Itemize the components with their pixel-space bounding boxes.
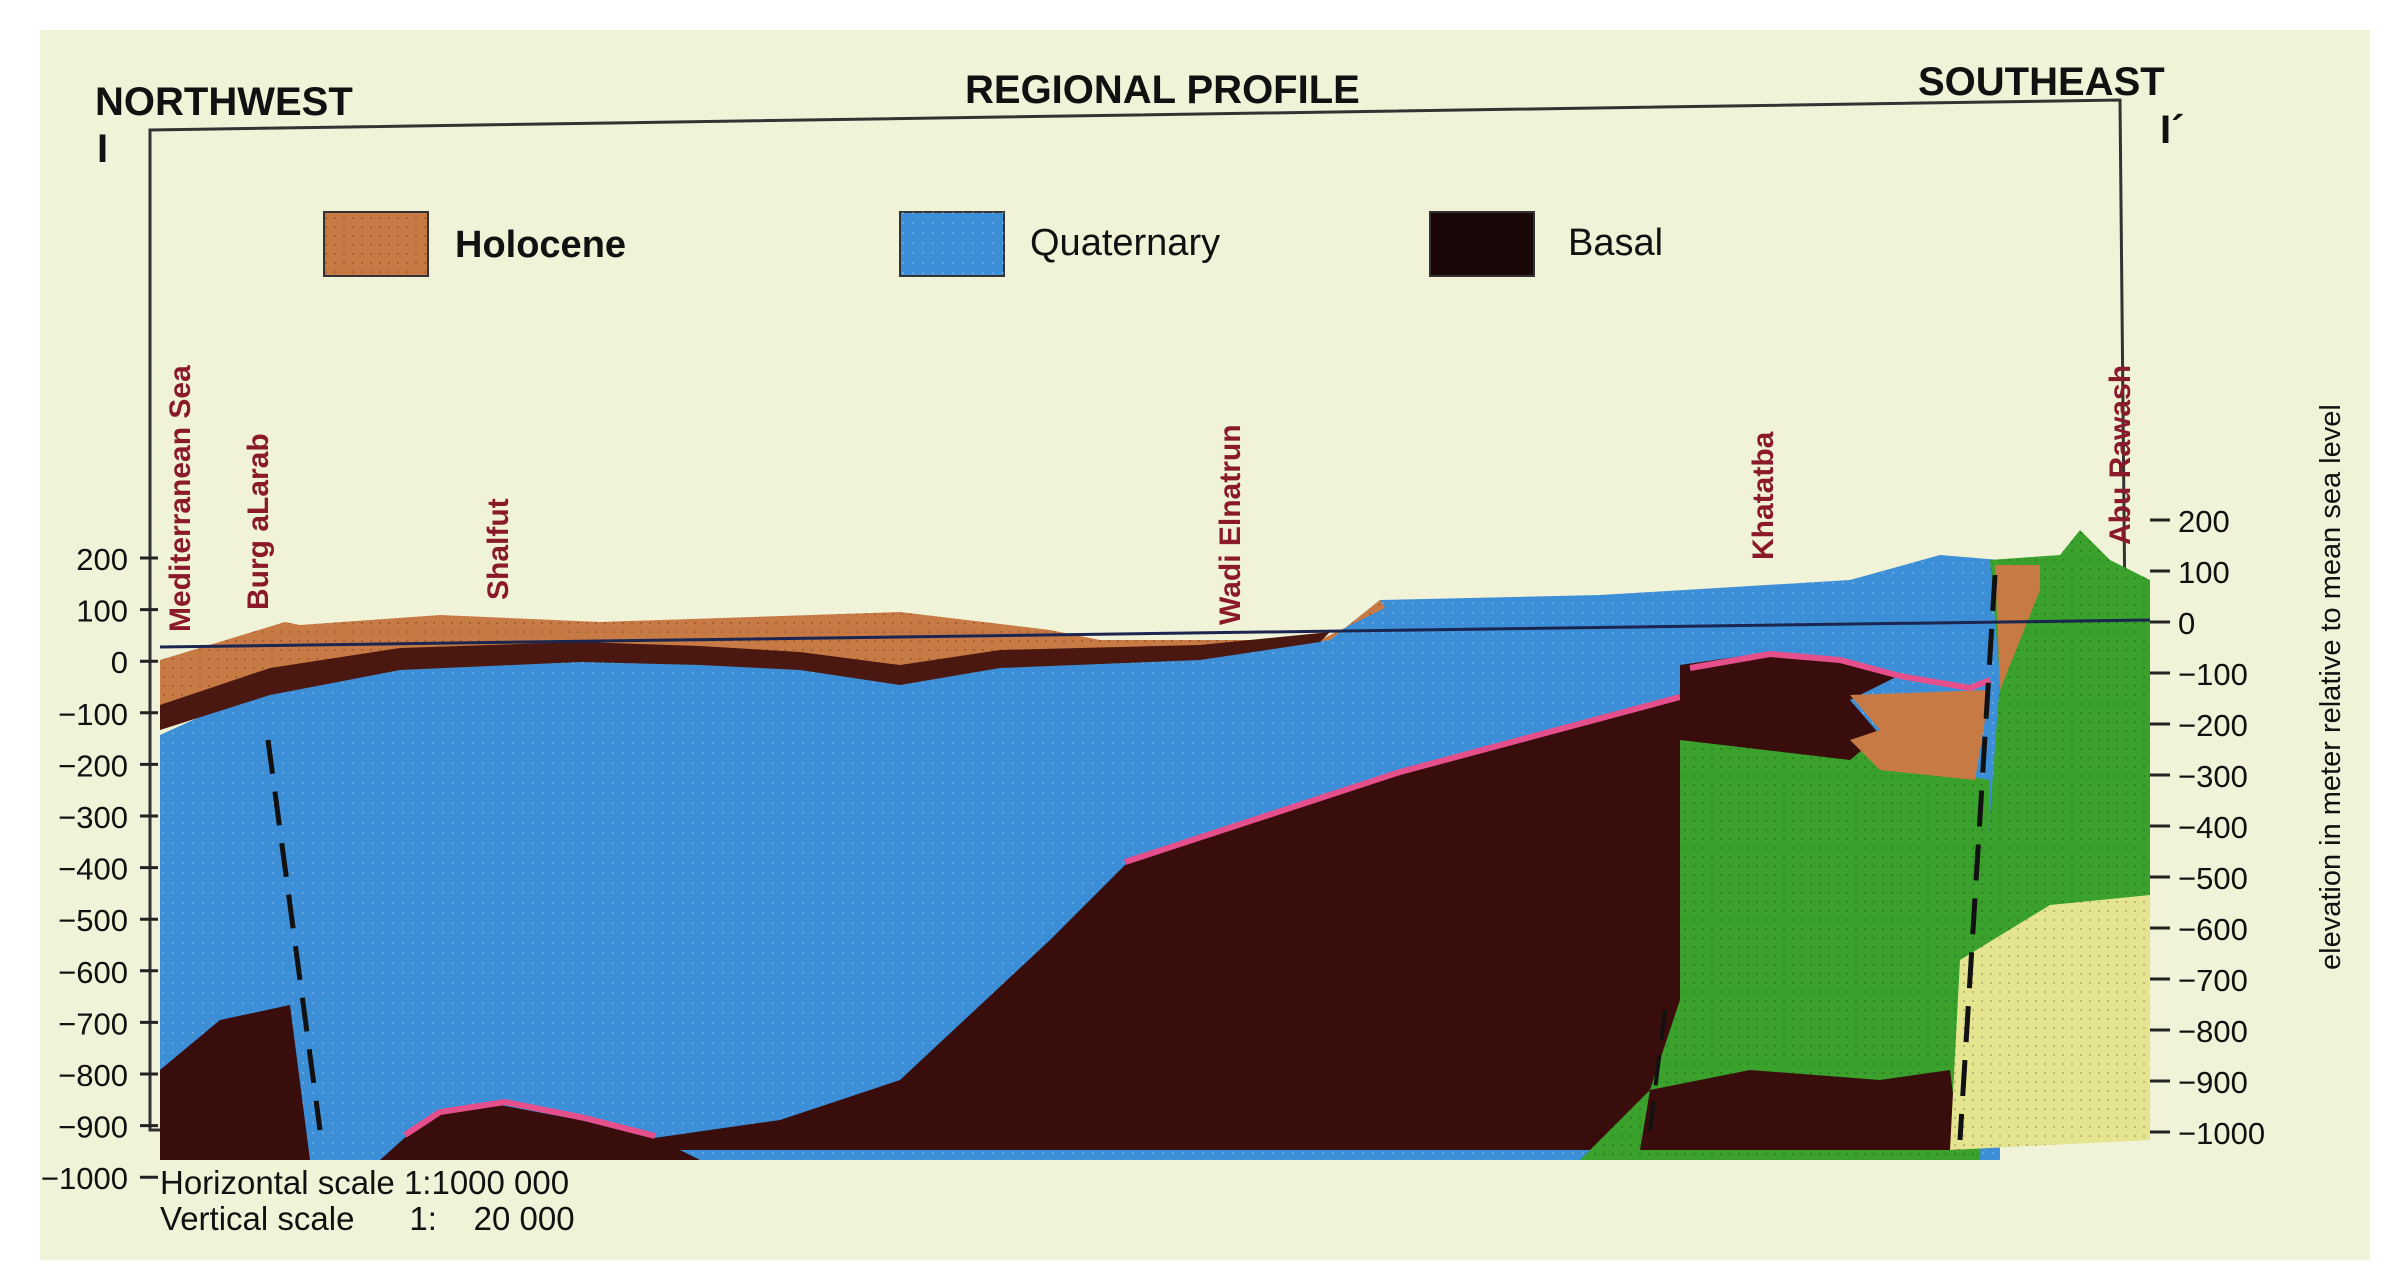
right-axis-tick-label: −500 (2178, 861, 2248, 896)
left-axis-tick-label: −700 (58, 1006, 128, 1041)
legend-label-holocene: Holocene (455, 224, 626, 266)
northwest-marker: I (97, 127, 108, 171)
right-axis-tick-label: 200 (2178, 504, 2230, 539)
basal-unit-khatatba-lower (1640, 1070, 1960, 1150)
left-axis-tick-label: 200 (76, 542, 128, 577)
legend-label-basal: Basal (1568, 222, 1663, 264)
right-axis-tick-label: −400 (2178, 810, 2248, 845)
place-shalfut: Shalfut (482, 498, 515, 600)
holocene-wedge-abu-rawash (1995, 565, 2040, 690)
left-axis-tick-label: −1000 (41, 1161, 128, 1196)
right-axis-label: elevation in meter relative to mean sea … (2315, 404, 2347, 970)
pink-contact-khatatba (1689, 650, 1992, 692)
vertical-scale: Vertical scale 1: 20 000 (160, 1200, 575, 1237)
left-axis-tick-label: −200 (58, 748, 128, 783)
place-khatatba: Khatatba (1747, 431, 1780, 560)
left-elevation-axis: 200 100 0 −100 −200 −300 −400 −500 −600 −700 −800 −… (41, 542, 158, 1196)
sea-level-line (159, 618, 2151, 649)
left-axis-tick-label: 100 (76, 594, 128, 629)
right-axis-tick-label: −1000 (2178, 1116, 2265, 1151)
basal-thin-layer (160, 632, 1330, 730)
right-axis-tick-label: −700 (2178, 963, 2248, 998)
right-axis-tick-label: 100 (2178, 555, 2230, 590)
place-burg-alarab: Burg aLarab (242, 433, 275, 610)
left-axis-tick-label: −600 (58, 955, 128, 990)
basal-unit-lens (380, 1105, 700, 1160)
basal-unit-left (160, 1005, 310, 1160)
right-axis-tick-label: 0 (2178, 606, 2195, 641)
left-axis-tick-label: −400 (58, 852, 128, 887)
pink-contact-center (1124, 694, 1681, 865)
left-axis-tick-label: 0 (111, 645, 128, 680)
place-wadi-elnatrun: Wadi Elnatrun (1214, 424, 1247, 625)
pink-contact-lens (403, 1098, 656, 1139)
basal-unit-center (640, 695, 1700, 1150)
left-axis-tick-label: −900 (58, 1110, 128, 1145)
profile-title: REGIONAL PROFILE (965, 68, 1360, 112)
right-axis-tick-label: −200 (2178, 708, 2248, 743)
fault-khatatba (1648, 1009, 1667, 1131)
fault-abu-rawash (1957, 574, 1998, 1141)
left-axis-tick-label: −100 (58, 697, 128, 732)
place-abu-rawash: Abu Rawash (2104, 365, 2137, 545)
right-axis-tick-label: −800 (2178, 1014, 2248, 1049)
right-elevation-axis: 200 100 0 −100 −200 −300 −400 −500 −600 −700 −800 −… (2150, 504, 2265, 1151)
left-axis-tick-label: −300 (58, 800, 128, 835)
right-axis-tick-label: −900 (2178, 1065, 2248, 1100)
right-axis-tick-label: −600 (2178, 912, 2248, 947)
right-axis-tick-label: −100 (2178, 657, 2248, 692)
legend-swatch-basal (1429, 211, 1535, 277)
fault-burg-alarab (265, 739, 323, 1131)
right-axis-tick-label: −300 (2178, 759, 2248, 794)
southeast-marker: I´ (2160, 108, 2184, 152)
legend-label-quaternary: Quaternary (1030, 222, 1220, 264)
southeast-label: SOUTHEAST (1918, 60, 2165, 104)
place-mediterranean-sea: Mediterranean Sea (164, 365, 197, 632)
holocene-wedge-khatatba (1850, 690, 1990, 780)
basal-unit-khatatba-upper (1680, 652, 1900, 760)
northwest-label: NORTHWEST (95, 80, 353, 124)
left-axis-tick-label: −800 (58, 1058, 128, 1093)
horizontal-scale: Horizontal scale 1:1000 000 (160, 1164, 569, 1201)
left-axis-tick-label: −500 (58, 903, 128, 938)
